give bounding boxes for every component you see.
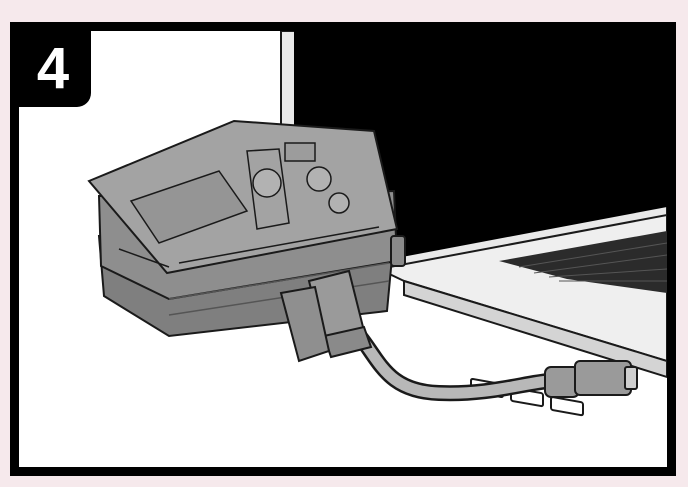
laptop-usb-illustration: [19, 31, 667, 467]
usb-plug: [545, 361, 637, 397]
usb-port: [551, 397, 583, 416]
step-number: 4: [37, 36, 69, 101]
instruction-panel: 4: [10, 22, 676, 476]
step-number-badge: 4: [19, 31, 91, 107]
